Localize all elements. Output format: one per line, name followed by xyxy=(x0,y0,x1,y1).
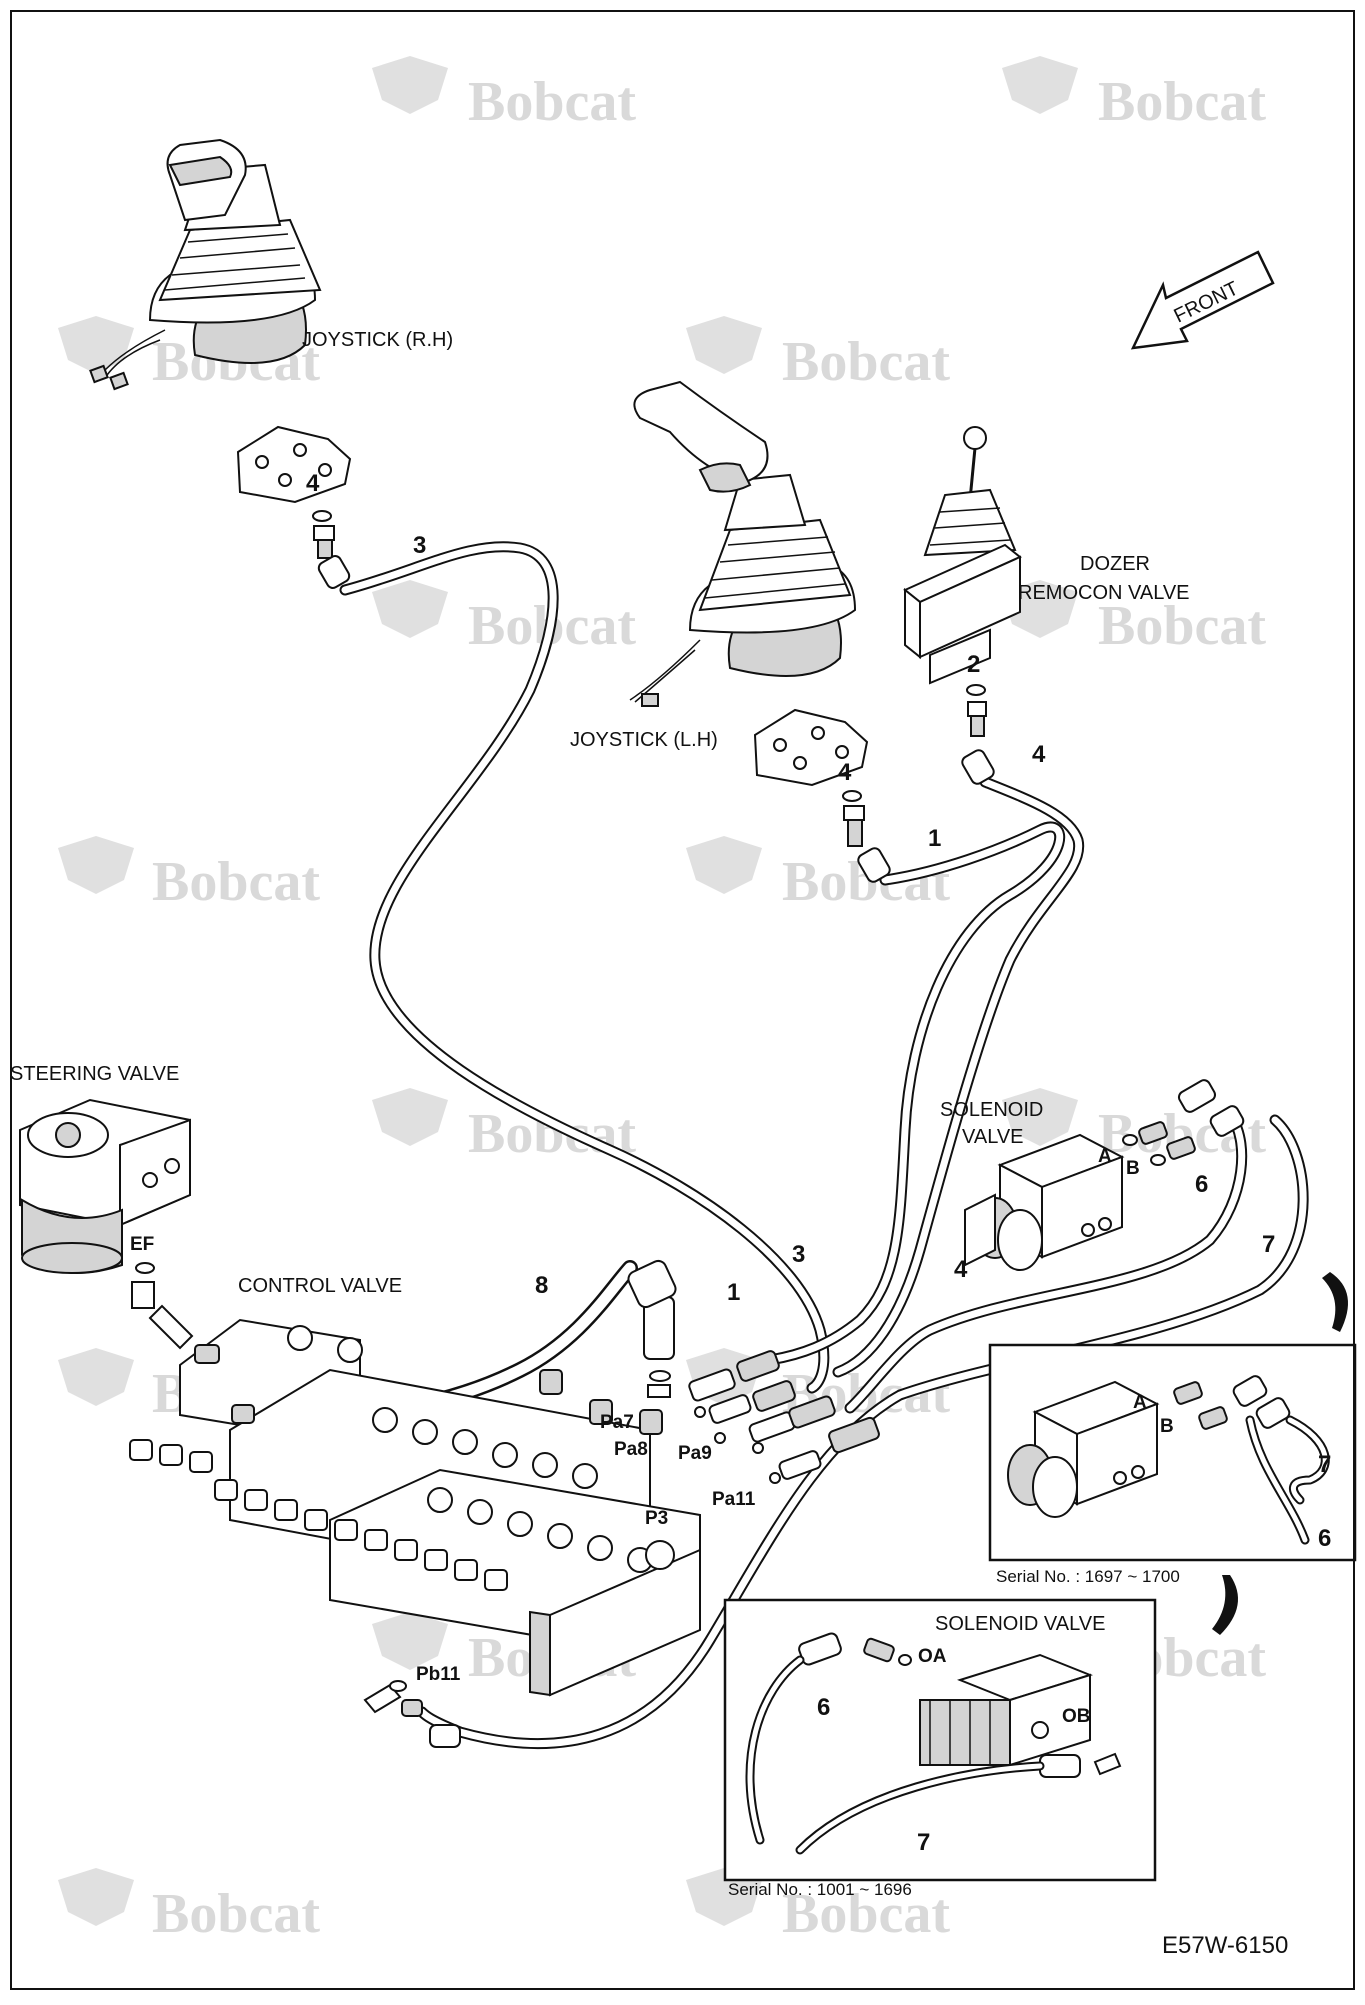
watermark-6: Bobcat xyxy=(1002,580,1266,657)
callout-3-bottom: 3 xyxy=(792,1241,805,1268)
joystick-lh-label: JOYSTICK (L.H) xyxy=(570,729,718,751)
callout-1-top: 1 xyxy=(928,825,941,852)
port-b-main: B xyxy=(1126,1158,1140,1179)
inset-serial-1697-1700: A B 7 6 Serial No. : 1697 ~ 1700 xyxy=(988,1343,1357,1635)
port-b-inset1: B xyxy=(1160,1416,1174,1437)
callout-6-inset2: 6 xyxy=(817,1694,830,1721)
steering-valve-label: STEERING VALVE xyxy=(10,1063,179,1085)
drawing-code: E57W-6150 xyxy=(1162,1932,1288,1959)
watermark-4: Bobcat xyxy=(686,316,950,393)
joystick-rh: JOYSTICK (R.H) 4 3 xyxy=(89,138,453,589)
callout-7-inset2: 7 xyxy=(917,1829,930,1856)
svg-text:Bobcat: Bobcat xyxy=(468,71,636,133)
callout-4-dozer: 4 xyxy=(1032,741,1046,768)
callout-8: 8 xyxy=(535,1272,548,1299)
svg-text:Bobcat: Bobcat xyxy=(782,1883,950,1945)
port-ob: OB xyxy=(1062,1706,1091,1727)
svg-text:Bobcat: Bobcat xyxy=(152,1883,320,1945)
watermark-1: Bobcat xyxy=(372,56,636,133)
control-valve: CONTROL VALVE 8 xyxy=(129,1259,701,1748)
solenoid-inset-label: SOLENOID VALVE xyxy=(935,1613,1105,1635)
joystick-lh: JOYSTICK (L.H) 4 1 xyxy=(570,380,941,883)
serial-note-lower: Serial No. : 1001 ~ 1696 xyxy=(728,1880,912,1899)
callout-2: 2 xyxy=(967,651,980,678)
callout-7-inset1: 7 xyxy=(1318,1451,1331,1478)
watermark-15: Bobcat xyxy=(58,1868,320,1945)
serial-note-upper: Serial No. : 1697 ~ 1700 xyxy=(996,1567,1180,1586)
solenoid-label-line1: SOLENOID xyxy=(940,1099,1043,1121)
steering-valve: STEERING VALVE EF xyxy=(10,1063,194,1350)
dozer-label-line1: DOZER xyxy=(1080,553,1150,575)
callout-4-rh: 4 xyxy=(306,470,320,497)
drawing-border xyxy=(10,10,1355,1990)
control-valve-label: CONTROL VALVE xyxy=(238,1275,402,1297)
svg-text:Bobcat: Bobcat xyxy=(782,331,950,393)
port-pb11: Pb11 xyxy=(416,1664,461,1685)
inset-serial-1001-1696: SOLENOID VALVE OA OB 6 7 Serial No. : 10… xyxy=(723,1598,1157,1899)
port-p3: P3 xyxy=(645,1508,668,1529)
callout-7-main: 7 xyxy=(1262,1231,1275,1258)
pilot-port-fittings: Pa7 Pa8 Pa9 Pa11 P3 1 3 4 xyxy=(600,1241,968,1529)
dozer-label-line2: REMOCON VALVE xyxy=(1018,582,1190,604)
callout-1-bottom: 1 xyxy=(727,1279,740,1306)
port-pa9: Pa9 xyxy=(678,1443,712,1464)
callout-6-inset1: 6 xyxy=(1318,1525,1331,1552)
watermark-7: Bobcat xyxy=(58,836,320,913)
port-ef: EF xyxy=(130,1234,154,1255)
port-pa8: Pa8 xyxy=(614,1439,648,1460)
port-oa: OA xyxy=(918,1646,947,1667)
watermark-16: Bobcat xyxy=(686,1868,950,1945)
port-pa7: Pa7 xyxy=(600,1412,634,1433)
dozer-remocon-valve: DOZER REMOCON VALVE 2 4 xyxy=(903,426,1190,785)
solenoid-valve-main: SOLENOID VALVE A B 6 7 xyxy=(940,1079,1348,1332)
solenoid-label-line2: VALVE xyxy=(962,1126,1024,1148)
port-pa11: Pa11 xyxy=(712,1489,756,1510)
port-a-main: A xyxy=(1098,1146,1112,1167)
svg-text:Bobcat: Bobcat xyxy=(1098,71,1266,133)
callout-4-lh: 4 xyxy=(838,759,852,786)
callout-6-main: 6 xyxy=(1195,1171,1208,1198)
svg-text:Bobcat: Bobcat xyxy=(152,851,320,913)
port-a-inset1: A xyxy=(1133,1392,1147,1413)
joystick-rh-label: JOYSTICK (R.H) xyxy=(302,329,453,351)
watermark-2: Bobcat xyxy=(1002,56,1266,133)
callout-3-rh: 3 xyxy=(413,532,426,559)
svg-text:Bobcat: Bobcat xyxy=(1098,595,1266,657)
watermark-9: Bobcat xyxy=(372,1088,636,1165)
